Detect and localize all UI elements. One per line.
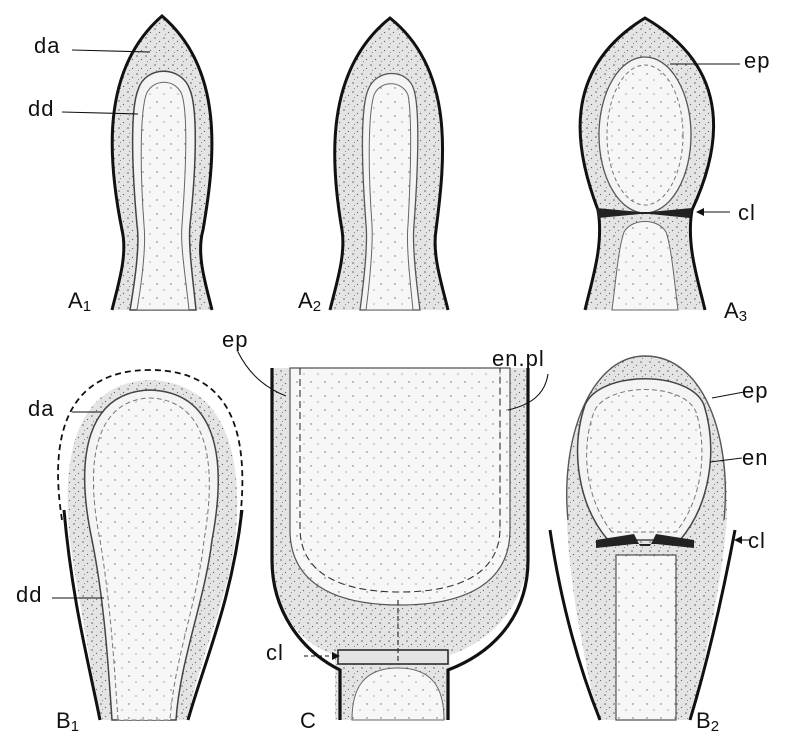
panel-label-a2: A2 [298,288,321,315]
label-b2-ep: ep [742,378,768,403]
b2-cl-arrowhead [734,536,742,544]
panel-a3 [580,18,714,310]
label-b1-da: da [28,396,54,421]
panel-b1 [58,370,242,720]
panel-label-c: C [300,708,316,733]
label-c-ep: ep [222,327,248,352]
label-a3-ep: ep [744,48,770,73]
a3-upper-core [607,65,683,205]
a1-core [137,82,189,310]
label-b2-en: en [742,445,768,470]
a2-core [366,84,413,310]
label-b1-dd: dd [16,582,42,607]
label-a1-da: da [34,33,60,58]
b2-core [587,390,702,533]
b2-ep-leader [712,392,744,398]
label-b2-cl: cl [748,528,766,553]
panel-c [272,368,528,720]
panel-b2 [550,356,735,720]
label-c-cl: cl [266,640,284,665]
label-c-en-pl: en.pl [492,346,545,371]
label-a3-cl: cl [738,200,756,225]
panel-label-a1: A1 [68,288,91,315]
panel-label-b1: B1 [56,708,79,735]
panel-a2 [330,18,448,310]
a3-cl-arrowhead [696,208,704,216]
b2-lower-core [616,555,676,720]
panel-a1 [112,16,212,310]
c-septum [338,650,448,664]
panel-label-b2: B2 [696,708,719,735]
label-a1-dd: dd [28,96,54,121]
c-inner-cavity [290,368,510,605]
panel-label-a3: A3 [724,298,747,325]
